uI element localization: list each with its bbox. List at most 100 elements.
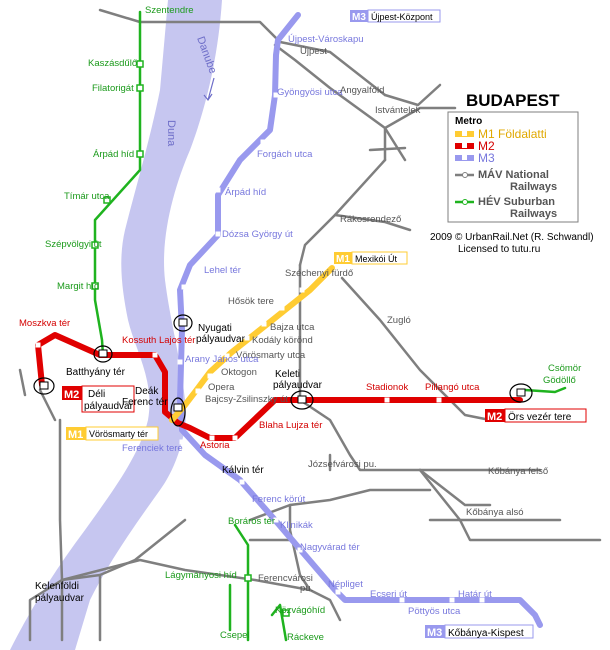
interchange-dots [39,318,526,412]
label-m3-stations-11: Népliget [328,579,363,590]
hev-labels: Szentendre Kaszásdűlő Filatorigát Árpád … [45,5,581,643]
label-interchanges-nyugati-2: pályaudvar [196,334,246,345]
label-rail-stations-zuglo: Zugló [387,315,411,326]
m3-labels: Újpest-Városkapu Gyöngyösi utca Forgách … [122,34,492,617]
label-m1-stations-4: Vörösmarty utca [236,350,306,361]
station-stops [35,27,485,603]
deak-ring [170,397,186,427]
label-rail-stations-rakosrendezo: Rákosrendező [340,214,401,225]
label-hev-east-0: Csömör [548,363,581,374]
label-m3-stations-12: Ecseri út [370,589,407,600]
label-hev-south-3: Közvágóhíd [275,605,325,616]
label-interchanges-kelenfold-1: Kelenföldi [35,581,79,592]
label-terminals-m2-west-name-1: Déli [88,389,105,400]
label-interchanges-kalvin: Kálvin tér [222,465,264,476]
label-rail-stations-istvantelek: Istvántelek [375,105,421,116]
label-m3-stations-2: Forgách utca [257,149,313,160]
keleti-ring [290,390,314,410]
terminal-m1-east: M1 Mexikói Út [334,251,408,265]
label-m2-stations-1: Batthyány tér [66,367,126,378]
label-hev-north-6: Margit híd [57,281,99,292]
m2-labels: Moszkva tér Batthyány tér Kossuth Lajos … [19,318,480,451]
label-terminals-m3-north-badge: M3 [352,12,366,23]
label-m3-stations-14: Határ út [458,589,492,600]
label-interchanges-kelenfold-2: pályaudvar [35,593,85,604]
credits-line-2: Licensed to tutu.ru [458,244,540,255]
label-m1-stations-6: Opera [208,382,235,393]
river-flow-arrow [203,77,215,102]
legend-m1: M1 Földalatti [478,127,547,141]
terminal-m1-west: M1 Vörösmarty tér [66,426,159,441]
legend-hev-1: HÉV Suburban [478,195,555,208]
label-m3-stations-3: Árpád híd [225,187,266,198]
label-m2-stations-5: Stadionok [366,382,409,393]
map-title: BUDAPEST [466,91,560,110]
deli-ring [33,377,55,395]
label-m3-stations-8: Ferenc körút [252,494,306,505]
legend-m3: M3 [478,151,495,165]
legend-m2: M2 [478,139,495,153]
interchange-labels: Deák Ferenc tér Nyugati pályaudvar Kelet… [35,323,323,604]
ors-ring [509,383,533,403]
label-m3-stations-10: Nagyvárad tér [300,542,360,553]
label-terminals-m3-south-name: Kőbánya-Kispest [448,628,524,639]
label-hev-south-4: Ráckeve [287,632,324,643]
label-interchanges-keleti-1: Keleti [275,369,300,380]
label-m2-stations-0: Moszkva tér [19,318,70,329]
label-hev-north-1: Kaszásdűlő [88,58,137,69]
label-m1-stations-0: Széchenyi fürdő [285,268,353,279]
label-hev-north-0: Szentendre [145,5,194,16]
label-m3-stations-1: Gyöngyösi utca [277,87,343,98]
rail-labels: Újpest Angyalföld Istvántelek Rákosrende… [258,46,548,594]
label-m2-stations-2: Kossuth Lajos tér [122,335,195,346]
label-m1-stations-1: Hősök tere [228,296,274,307]
label-hev-north-2: Filatorigát [92,83,134,94]
label-hev-north-5: Szépvölgyi út [45,239,102,250]
label-interchanges-deak-1: Deák [135,386,159,397]
label-terminals-m2-east-badge: M2 [487,411,502,423]
csepel-island-gap [135,549,205,650]
label-rail-stations-ferencvarosi-1: Ferencvárosi [258,573,313,584]
label-m2-stations-6: Pillangó utca [425,382,480,393]
hev-stops [91,60,290,617]
label-m1-stations-2: Bajza utca [270,322,315,333]
label-terminals-m2-east-name: Örs vezér tere [508,411,572,423]
label-terminals-m1-west-name: Vörösmarty tér [89,429,148,439]
legend: Metro M1 Földalatti M2 M3 MÁV National R… [447,111,579,223]
legend-heading: Metro [455,116,482,127]
label-rail-stations-ujpest: Újpest [300,46,327,57]
label-m3-stations-7: Ferenciek tere [122,443,183,454]
legend-mav-2: Railways [510,181,557,193]
label-interchanges-keleti-2: pályaudvar [273,380,323,391]
label-m3-stations-5: Lehel tér [204,265,241,276]
label-hev-east-1: Gödöllő [543,375,576,386]
m1-labels: Széchenyi fürdő Hősök tere Bajza utca Ko… [205,268,353,405]
label-hev-south-2: Csepel [220,630,250,641]
label-terminals-m3-south-badge: M3 [427,627,442,639]
interchange-rings [33,314,533,427]
terminal-m3-south: M3 Kőbánya-Kispest [425,624,534,639]
terminal-m2-east: M2 Örs vezér tere [485,408,587,423]
label-hev-south-0: Boráros tér [228,516,275,527]
label-m3-stations-13: Pöttyös utca [408,606,461,617]
terminal-m2-west: M2 Déli pályaudvar [62,385,135,413]
batthyany-ring [93,345,113,363]
mav-railways [18,8,602,642]
label-rail-stations-jozsefvarosi: Józsefvárosi pu. [308,459,377,470]
terminal-m3-north: M3 Újpest-Központ [350,9,441,23]
label-m3-stations-6: Arany János utca [185,354,259,365]
label-terminals-m1-east-name: Mexikói Út [355,254,398,264]
danube-river [10,0,222,650]
label-m1-stations-7: Bajcsy-Zsilinszky út [205,394,288,405]
label-terminals-m2-west-name-2: pályaudvar [84,401,134,412]
label-m2-stations-4: Blaha Lujza tér [259,420,322,431]
label-terminals-m2-west-badge: M2 [64,389,79,401]
credits-line-1: 2009 © UrbanRail.Net (R. Schwandl) [430,232,594,243]
label-m2-stations-3: Astoria [200,440,230,451]
legend-hev-2: Railways [510,208,557,220]
label-m3-stations-9: Klinikák [280,520,313,531]
label-terminals-m1-east-badge: M1 [336,254,350,265]
nyugati-ring [173,314,193,332]
